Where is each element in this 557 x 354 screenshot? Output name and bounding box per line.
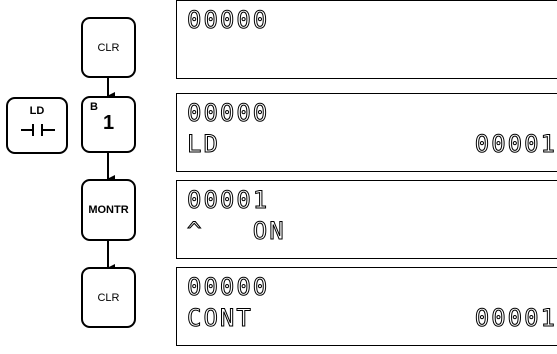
clr-key-top-label: CLR	[97, 41, 120, 54]
lcd-4-line1: 00000	[186, 273, 270, 301]
lcd-4-line2-left: CONT	[187, 304, 253, 332]
contact-symbol-icon	[21, 124, 55, 136]
lcd-2-line2-right: 00001	[474, 130, 557, 158]
clr-key-bottom-label: CLR	[97, 291, 120, 304]
b1-key-superscript: B	[90, 101, 98, 113]
lcd-1-line1: 00000	[186, 6, 270, 34]
b1-key-label: 1	[102, 112, 115, 134]
lcd-3-line2-left: ^ ON	[187, 217, 286, 245]
lcd-display-4: 00000 CONT 00001	[176, 267, 557, 346]
montr-key[interactable]: MONTR	[81, 179, 136, 241]
lcd-display-1: 00000	[176, 0, 557, 79]
lcd-display-3: 00001 ^ ON	[176, 180, 557, 259]
lcd-display-2: 00000 LD 00001	[176, 93, 557, 172]
lcd-2-line2-left: LD	[187, 130, 220, 158]
b1-key[interactable]: B 1	[81, 96, 136, 153]
lcd-3-line1: 00001	[186, 186, 270, 214]
lcd-2-line1: 00000	[186, 99, 270, 127]
clr-key-bottom[interactable]: CLR	[81, 267, 136, 328]
ld-key[interactable]: LD	[6, 97, 68, 154]
montr-key-label: MONTR	[88, 204, 129, 216]
lcd-4-line2-right: 00001	[474, 304, 557, 332]
clr-key-top[interactable]: CLR	[81, 17, 136, 78]
ld-key-label: LD	[29, 105, 45, 117]
